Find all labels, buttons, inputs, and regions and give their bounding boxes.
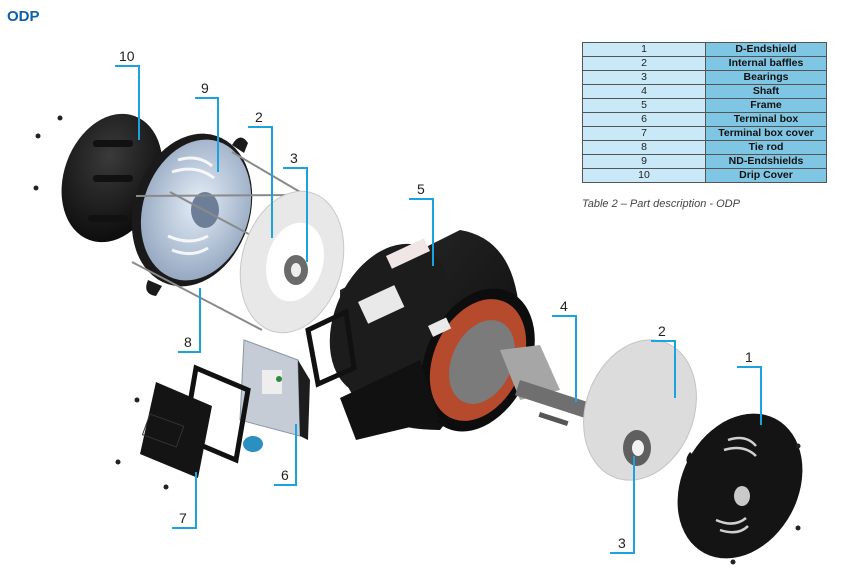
bearing-rear-part <box>284 255 308 285</box>
callout-2-rear: 2 <box>255 109 263 125</box>
part-name: ND-Endshields <box>705 154 827 169</box>
part-name: Internal baffles <box>705 56 827 71</box>
callout-3-rear: 3 <box>290 150 298 166</box>
callout-6: 6 <box>281 467 289 483</box>
callout-leaders <box>115 65 762 554</box>
part-name: Frame <box>705 98 827 113</box>
frame-part <box>305 230 535 440</box>
part-name: Shaft <box>705 84 827 99</box>
part-name: Terminal box <box>705 112 827 127</box>
callout-labels: 10 9 2 3 8 5 4 6 7 2 1 3 <box>119 48 753 551</box>
part-number: 3 <box>582 70 706 85</box>
part-number: 1 <box>582 42 706 57</box>
callout-7: 7 <box>179 510 187 526</box>
part-number: 6 <box>582 112 706 127</box>
section-title: ODP <box>7 8 40 25</box>
part-name: Drip Cover <box>705 168 827 183</box>
terminal-box-cover-part <box>115 364 251 490</box>
callout-1: 1 <box>745 349 753 365</box>
callout-8: 8 <box>184 334 192 350</box>
callout-5: 5 <box>417 181 425 197</box>
internal-baffle-front-part <box>583 339 697 481</box>
callout-3-front: 3 <box>618 535 626 551</box>
callout-9: 9 <box>201 80 209 96</box>
callout-10: 10 <box>119 48 135 64</box>
part-number: 10 <box>582 168 706 183</box>
table-caption: Table 2 – Part description - ODP <box>582 198 740 210</box>
terminal-box-part <box>239 339 310 452</box>
callout-2-front: 2 <box>658 323 666 339</box>
d-endshield-part <box>677 413 803 565</box>
callout-4: 4 <box>560 298 568 314</box>
part-number: 2 <box>582 56 706 71</box>
part-name: Bearings <box>705 70 827 85</box>
shaft-part <box>500 345 595 427</box>
part-name: Tie rod <box>705 140 827 155</box>
part-name: D-Endshield <box>705 42 827 57</box>
